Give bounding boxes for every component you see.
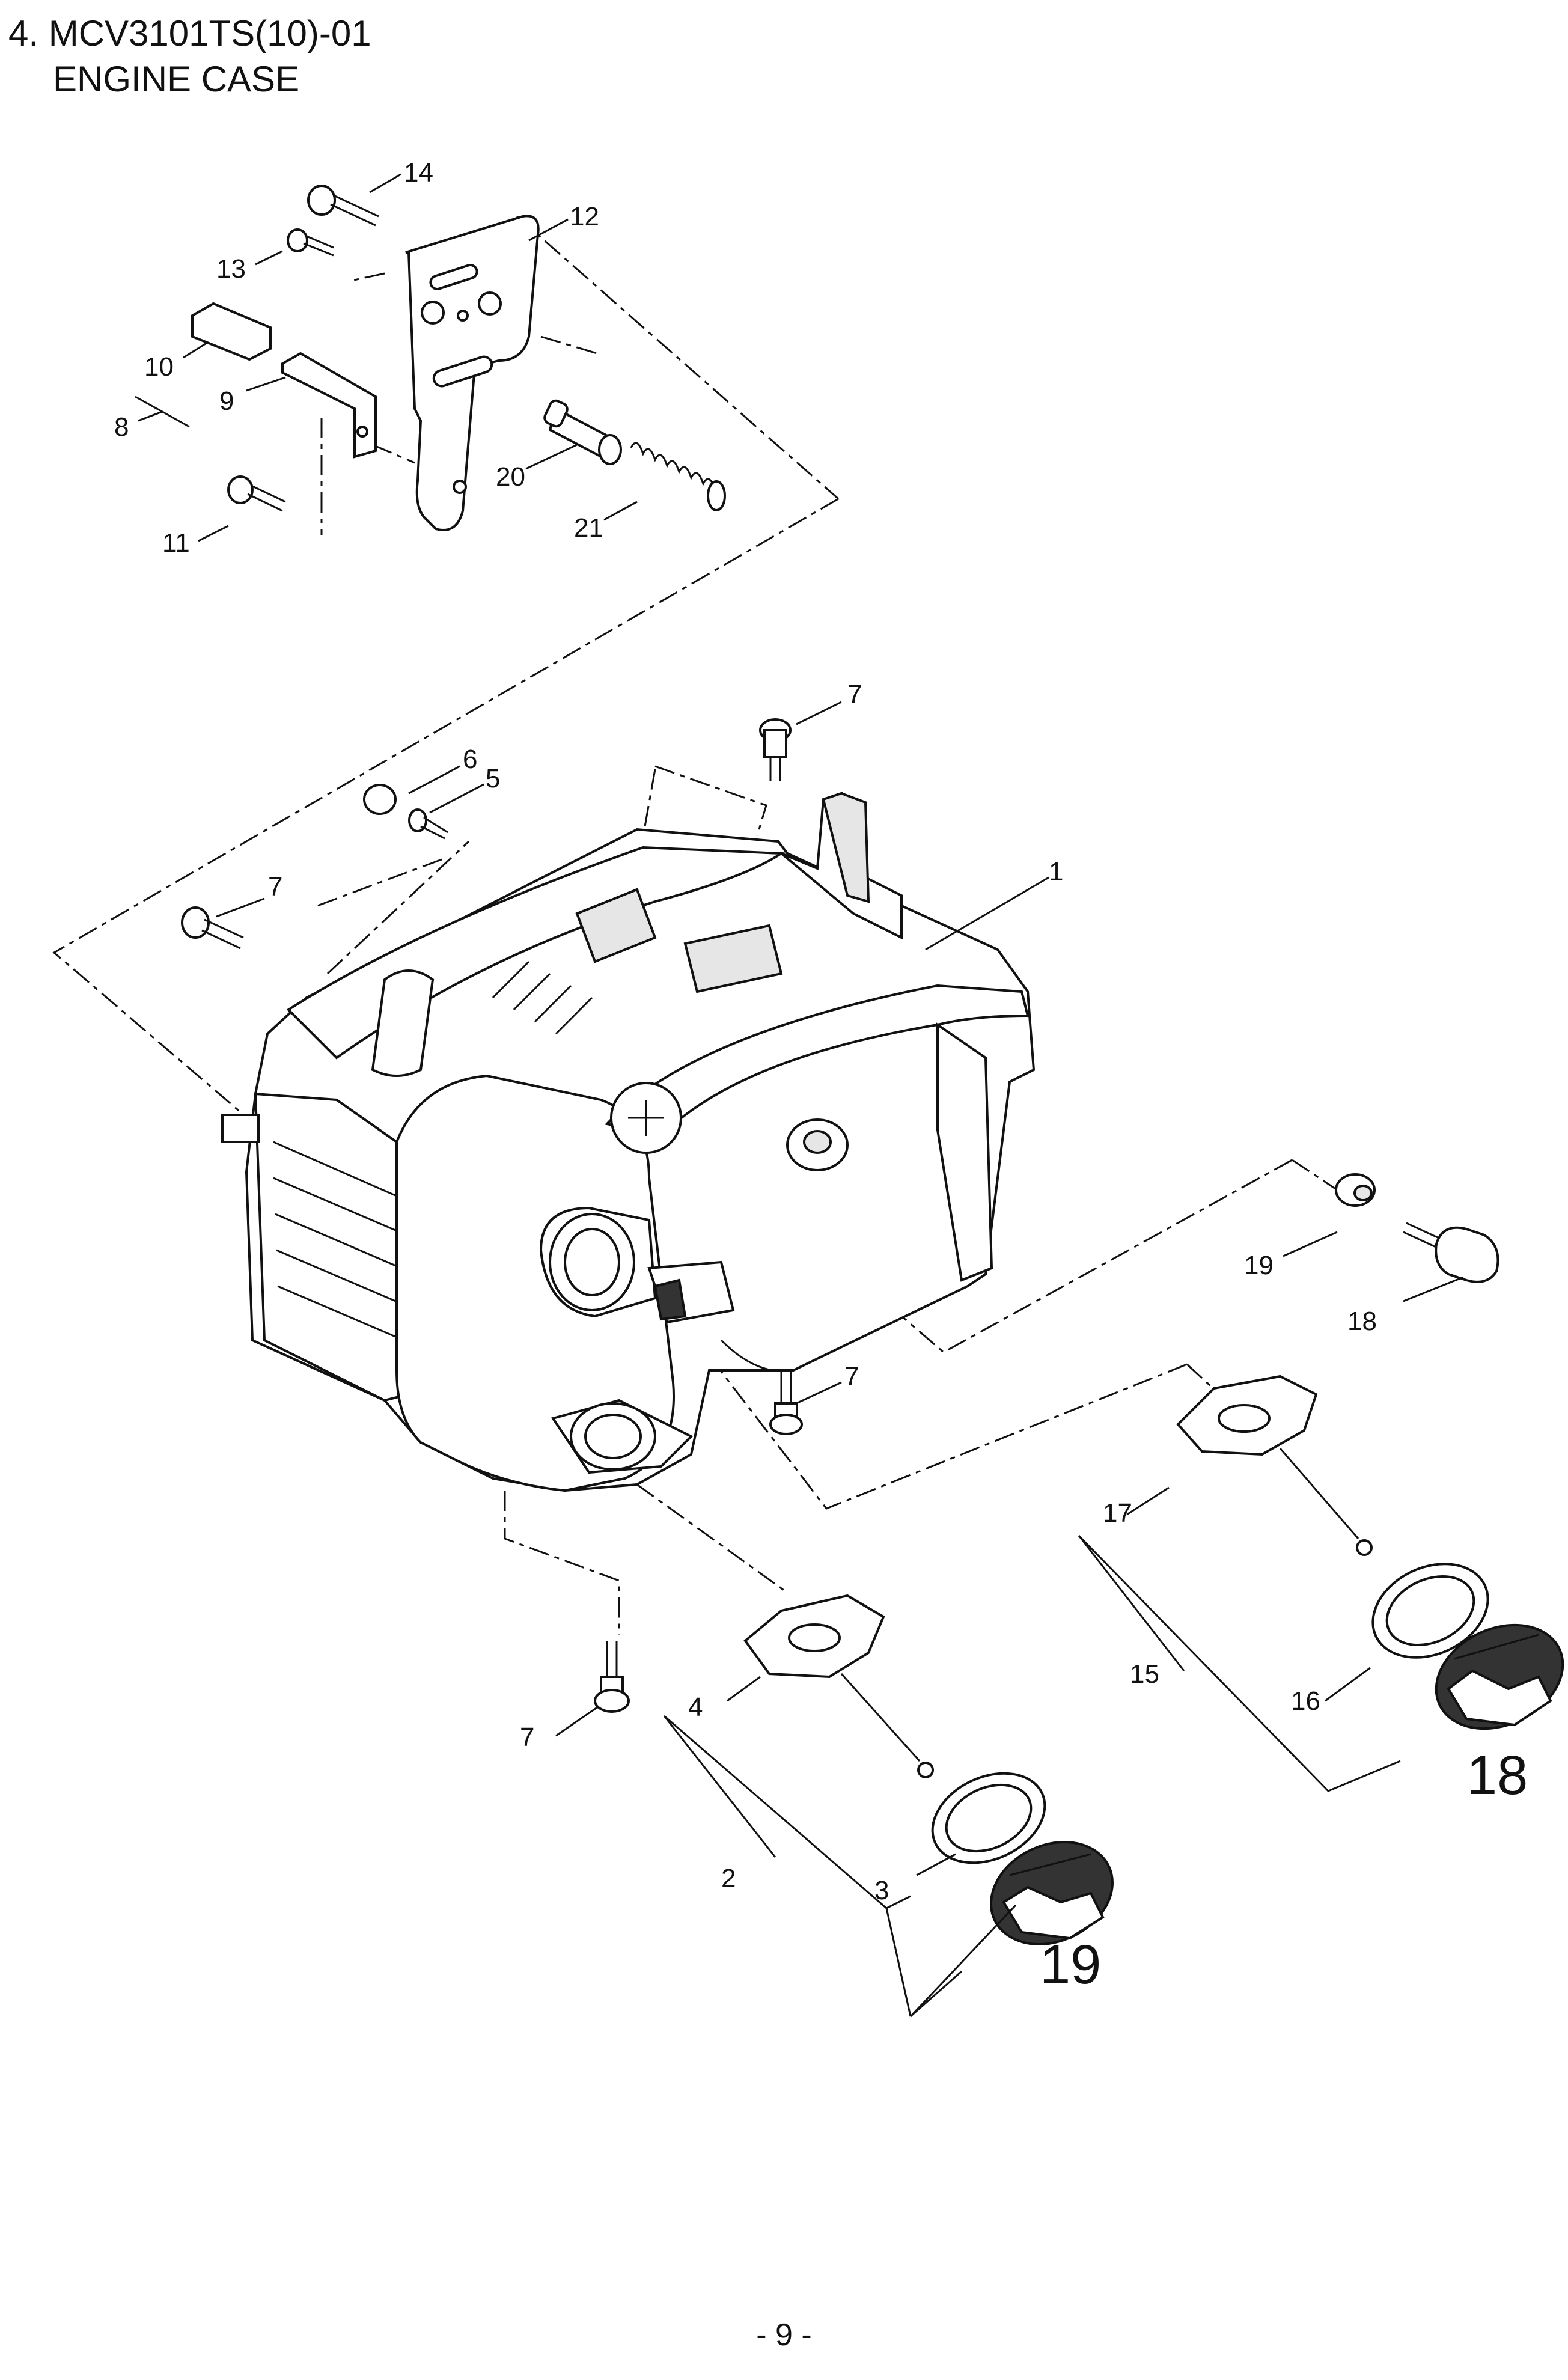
callout-17: 17 <box>1103 1498 1132 1528</box>
gasket-part-16 <box>1371 1563 1489 1659</box>
filter-part-4 <box>743 1594 934 1778</box>
callout-10: 10 <box>144 352 174 382</box>
plug-part-6 <box>363 784 397 815</box>
callout-14: 14 <box>404 158 433 188</box>
callout-13: 13 <box>216 254 246 284</box>
callout-4: 4 <box>688 1692 703 1722</box>
callout-7-left: 7 <box>268 872 282 902</box>
callout-15: 15 <box>1130 1659 1159 1689</box>
screw-part-13 <box>287 228 334 257</box>
callout-1: 1 <box>1049 857 1063 886</box>
big-callout-18: 18 <box>1466 1745 1528 1806</box>
callout-2: 2 <box>721 1864 736 1893</box>
callout-20: 20 <box>496 462 525 492</box>
bolt-part-14 <box>307 185 379 227</box>
callout-8: 8 <box>114 412 129 442</box>
callout-21: 21 <box>574 513 603 543</box>
gasket-part-3 <box>931 1772 1046 1864</box>
callout-3: 3 <box>874 1876 889 1905</box>
cap-part-18 <box>1435 1623 1564 1730</box>
filter-part-17 <box>1176 1375 1373 1556</box>
callout-12: 12 <box>570 202 599 231</box>
big-callout-19: 19 <box>1040 1934 1101 1995</box>
callout-19: 19 <box>1244 1251 1274 1280</box>
bolt-part-7-bottom <box>594 1641 630 1713</box>
page-title: ENGINE CASE <box>53 59 300 99</box>
callout-9: 9 <box>219 386 234 416</box>
grommet-part-19 <box>1335 1173 1376 1207</box>
bolt-part-7-top <box>759 718 792 781</box>
rubber-block-part-10 <box>191 302 272 361</box>
callout-7-top: 7 <box>847 680 862 709</box>
bolt-part-7-left <box>181 906 244 950</box>
page-number: - 9 - <box>756 2317 812 2352</box>
bolt-part-7-right <box>769 1370 803 1435</box>
engine-case-body <box>221 792 1036 1492</box>
leader-lines <box>135 173 1464 2018</box>
screw-part-11 <box>227 475 286 512</box>
callout-18: 18 <box>1347 1307 1377 1336</box>
chain-guard-plate <box>405 215 540 531</box>
callout-7-bottom: 7 <box>520 1722 534 1752</box>
callout-7-right: 7 <box>844 1362 859 1391</box>
cap-part-19 <box>990 1840 1114 1946</box>
screw-part-5 <box>408 808 448 840</box>
callout-16: 16 <box>1291 1686 1320 1716</box>
bracket-part-9 <box>281 352 377 459</box>
pin-part-20 <box>543 399 622 465</box>
knob-part-18 <box>1403 1222 1499 1283</box>
section-number: 4. MCV3101TS(10)-01 <box>8 13 371 53</box>
title-block: 4. MCV3101TS(10)-01 ENGINE CASE <box>8 11 371 102</box>
callout-labels: 14 12 13 10 9 8 11 20 21 7 6 5 7 1 19 18… <box>114 158 1528 1995</box>
callout-6: 6 <box>463 745 477 774</box>
callout-5: 5 <box>486 764 500 793</box>
callout-11: 11 <box>162 528 190 558</box>
spring-part-21 <box>630 442 726 511</box>
